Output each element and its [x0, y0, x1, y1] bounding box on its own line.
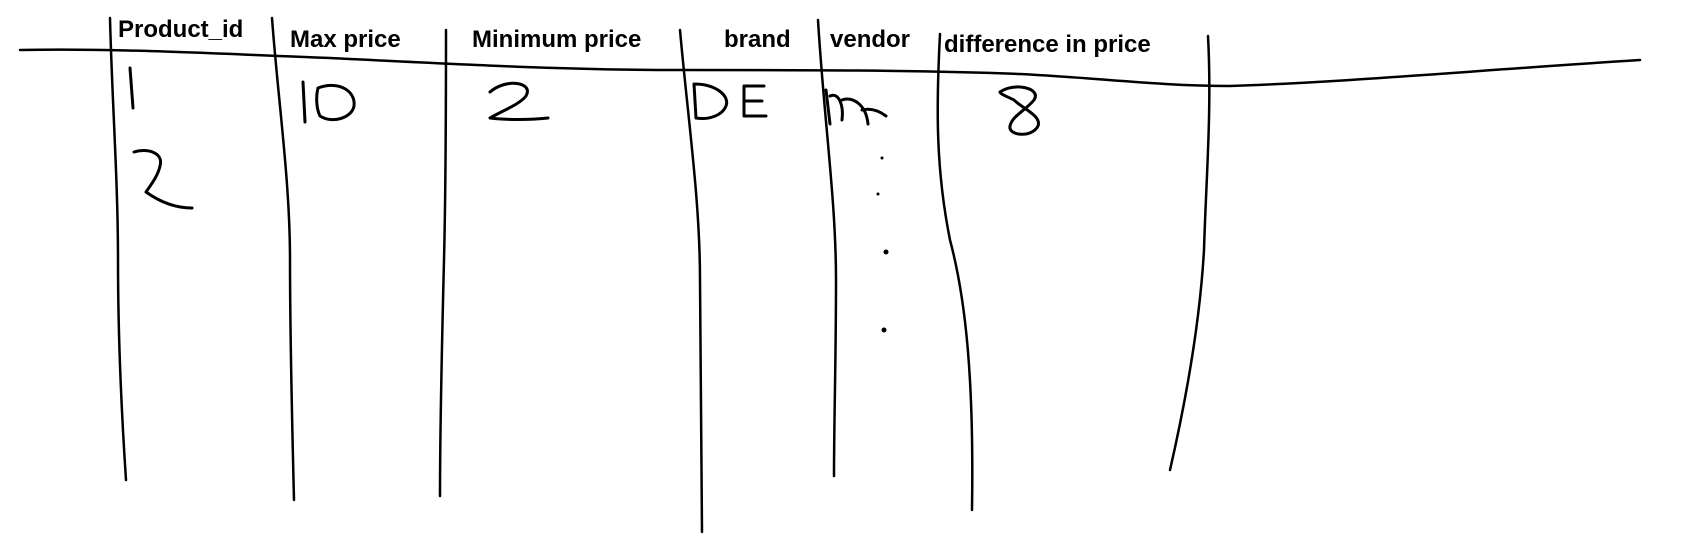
header-divider-line: [18, 48, 1642, 88]
cell-max-price-1-handwriting: [301, 80, 356, 124]
cell-product-id-2-handwriting: [132, 149, 194, 210]
column-separator-7: [1168, 34, 1211, 472]
cell-brand-1-handwriting: [692, 82, 768, 120]
header-vendor: vendor: [830, 26, 911, 53]
column-separator-1: [108, 16, 128, 482]
column-separator-2: [270, 16, 296, 502]
cell-product-id-1-handwriting: [128, 66, 135, 110]
column-separator-5: [816, 18, 838, 478]
continuation-dot-2: [876, 192, 880, 196]
continuation-dot-4: [881, 327, 887, 333]
header-max-price: Max price: [290, 26, 401, 53]
header-product-id: Product_id: [118, 16, 244, 43]
cell-min-price-1-handwriting: [488, 81, 550, 121]
column-separator-3: [438, 28, 448, 498]
column-separator-6: [936, 32, 974, 512]
header-brand: brand: [724, 26, 791, 53]
continuation-dot-3: [883, 249, 889, 255]
cell-vendor-1-handwriting: [824, 88, 888, 126]
column-separator-4: [678, 28, 704, 534]
cell-difference-1-handwriting: [998, 85, 1040, 136]
continuation-dot-1: [880, 156, 884, 160]
header-difference-in-price: difference in price: [944, 31, 1151, 58]
header-minimum-price: Minimum price: [472, 26, 642, 53]
